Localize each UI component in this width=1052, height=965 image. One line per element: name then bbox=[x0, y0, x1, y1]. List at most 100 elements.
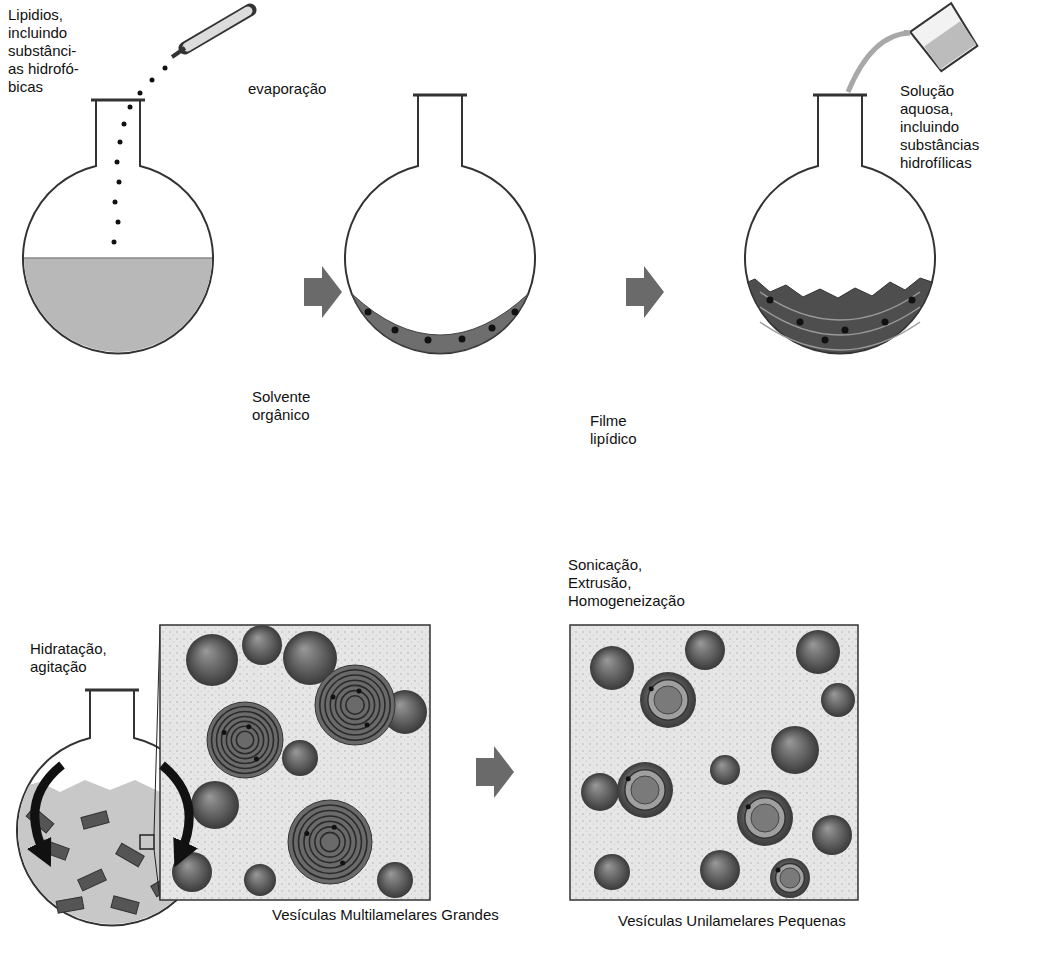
unilamellar-vesicle bbox=[640, 672, 696, 728]
process-arrow bbox=[626, 266, 664, 318]
film-fragment bbox=[81, 811, 109, 829]
hydrophobic-dot bbox=[489, 325, 496, 332]
flask-rim bbox=[813, 94, 867, 97]
hydrophobic-dot bbox=[332, 825, 337, 830]
unilamellar-vesicle bbox=[770, 858, 810, 898]
lamella bbox=[648, 680, 688, 720]
ingredient-label: Solução aquosa, incluindo substâncias hi… bbox=[900, 82, 995, 172]
hydrophobic-dot bbox=[842, 327, 849, 334]
lamella bbox=[776, 864, 805, 893]
pipette-tip bbox=[172, 48, 185, 57]
flask-rim bbox=[91, 99, 145, 102]
hydrophobic-dot bbox=[797, 319, 804, 326]
step-label: evaporação bbox=[248, 80, 326, 98]
hydrophobic-dot bbox=[365, 309, 372, 316]
beaker-liquid bbox=[924, 21, 976, 69]
vesicle bbox=[812, 815, 852, 855]
hydrophobic-dot bbox=[128, 105, 133, 110]
hydrophobic-dot bbox=[115, 160, 120, 165]
lamella-line bbox=[760, 307, 920, 335]
film-fragment bbox=[78, 869, 107, 891]
inset-multilamellar bbox=[160, 625, 430, 900]
hydrophobic-dot bbox=[822, 337, 829, 344]
lamella bbox=[231, 726, 258, 753]
film-fragment bbox=[111, 896, 139, 914]
zoom-region bbox=[140, 835, 154, 849]
hydrophobic-dot bbox=[882, 319, 889, 326]
lamella bbox=[309, 821, 350, 862]
lamella bbox=[325, 675, 385, 735]
vesicle bbox=[172, 852, 212, 892]
hydrophobic-dot bbox=[746, 804, 751, 809]
hydrophobic-dot bbox=[118, 140, 123, 145]
rotation-arrow bbox=[35, 765, 62, 855]
lipid-film bbox=[352, 294, 528, 353]
vesicle bbox=[796, 630, 840, 674]
process-arrow bbox=[304, 266, 342, 318]
lamella bbox=[304, 816, 356, 868]
hydrophobic-dot bbox=[512, 309, 519, 316]
organic-solvent bbox=[20, 258, 220, 358]
lamella bbox=[293, 805, 367, 879]
vesicle bbox=[771, 726, 819, 774]
vesicle bbox=[594, 854, 630, 890]
lamella-line bbox=[760, 322, 920, 350]
film-fragment bbox=[56, 897, 84, 913]
hydrophobic-dot bbox=[112, 240, 117, 245]
round-flask bbox=[345, 95, 535, 353]
hydrophobic-dot bbox=[909, 297, 916, 304]
hydrophobic-dot bbox=[222, 730, 227, 735]
hydrated-film bbox=[748, 278, 932, 353]
step-label: Hidratação, agitação bbox=[30, 640, 120, 676]
hydrophobic-dot bbox=[365, 723, 370, 728]
hydrophobic-dot bbox=[425, 337, 432, 344]
vesicle bbox=[377, 862, 413, 898]
beaker-outline bbox=[904, 0, 980, 76]
vesicle bbox=[244, 864, 276, 896]
multilamellar-vesicle bbox=[315, 665, 395, 745]
vesicle-core bbox=[631, 776, 659, 804]
round-flask bbox=[20, 100, 220, 358]
solvent-surface bbox=[24, 257, 212, 259]
lamella bbox=[335, 685, 374, 724]
vesicle bbox=[710, 755, 740, 785]
flask-outline bbox=[345, 95, 535, 353]
hydrophobic-dot bbox=[150, 78, 155, 83]
unilamellar-vesicle bbox=[737, 790, 793, 846]
vesicle-core bbox=[780, 868, 800, 888]
lamella-line bbox=[760, 292, 920, 320]
hydrophobic-dot bbox=[304, 831, 309, 836]
lamella bbox=[320, 670, 390, 740]
lamella bbox=[320, 832, 339, 851]
hydrophobic-dot bbox=[776, 868, 781, 873]
hydrophobic-dot bbox=[138, 91, 143, 96]
inset-unilamellar bbox=[570, 625, 858, 900]
lamella bbox=[299, 811, 362, 874]
lamella bbox=[330, 680, 380, 730]
vesicle bbox=[581, 773, 619, 811]
unilamellar-vesicle bbox=[617, 762, 673, 818]
hydrophobic-dot bbox=[117, 180, 122, 185]
lamella bbox=[745, 798, 785, 838]
process-arrow bbox=[476, 746, 514, 798]
vesicle bbox=[590, 646, 634, 690]
hydrophobic-dot bbox=[340, 861, 345, 866]
vesicle bbox=[191, 781, 239, 829]
zoom-line bbox=[154, 849, 160, 900]
zoom-line bbox=[154, 625, 160, 835]
flask-rim bbox=[413, 94, 467, 97]
hydrophobic-dot bbox=[767, 297, 774, 304]
multilamellar-vesicle bbox=[288, 800, 372, 884]
content-label: Filme lipídico bbox=[590, 412, 660, 448]
vesicle bbox=[700, 850, 740, 890]
hydrophobic-dot bbox=[246, 724, 251, 729]
flask-rim bbox=[85, 689, 139, 692]
rotation-arrow bbox=[162, 765, 189, 855]
ingredient-label: Lipidios, incluindo substânci- as hidrof… bbox=[8, 6, 92, 96]
vesicle-core bbox=[654, 686, 682, 714]
pipette-body bbox=[185, 10, 250, 48]
vesicle bbox=[685, 630, 725, 670]
hydrophobic-dot bbox=[113, 200, 118, 205]
lamella bbox=[221, 716, 268, 763]
